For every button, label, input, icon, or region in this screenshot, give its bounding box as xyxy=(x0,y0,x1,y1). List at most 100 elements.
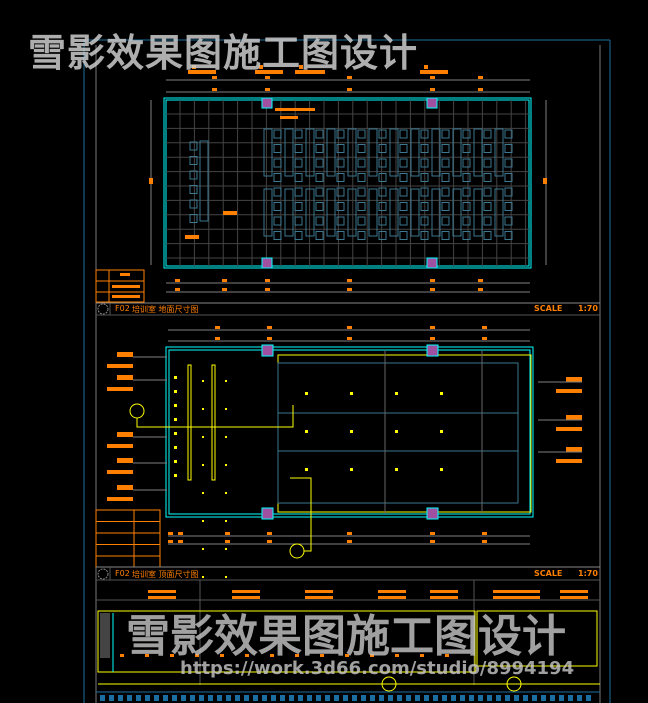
title-block-cell xyxy=(325,695,330,701)
downlight xyxy=(174,404,177,407)
downlight xyxy=(395,430,398,433)
title-block-cell xyxy=(451,695,456,701)
dimension-label xyxy=(347,540,352,543)
chair xyxy=(441,187,450,197)
chair xyxy=(273,144,282,153)
annotation-tag xyxy=(107,387,133,391)
chair xyxy=(399,173,408,182)
chair xyxy=(273,158,282,168)
desk xyxy=(431,188,441,237)
chair xyxy=(483,231,492,240)
chair xyxy=(336,231,345,240)
dimension-label xyxy=(212,88,217,91)
title-block-cell xyxy=(514,695,519,701)
title-block-cell xyxy=(505,695,510,701)
dimension-label xyxy=(445,654,449,657)
chair xyxy=(483,129,492,139)
chair xyxy=(504,129,513,139)
column xyxy=(426,257,438,269)
chair xyxy=(357,144,366,153)
dimension-label xyxy=(267,326,272,329)
dimension-label xyxy=(220,654,224,657)
title-block-cell xyxy=(478,695,483,701)
chair xyxy=(483,173,492,182)
dimension-label xyxy=(345,654,349,657)
section-outline xyxy=(476,610,598,667)
chair xyxy=(420,129,429,139)
title-bar-ceiling xyxy=(96,566,600,581)
chair xyxy=(315,173,324,182)
watermark-bottom: 雪影效果图施工图设计 xyxy=(126,611,566,662)
dimension-label xyxy=(430,540,435,543)
annotation-tag xyxy=(280,116,298,119)
downlight xyxy=(225,548,227,550)
desk xyxy=(305,188,315,237)
chair xyxy=(315,144,324,153)
annotation-tag xyxy=(232,590,260,593)
chair xyxy=(189,199,198,209)
legend-text xyxy=(112,285,140,288)
dimension-label xyxy=(245,654,249,657)
title-block-cell xyxy=(244,695,249,701)
floor-plan-code: F02 xyxy=(115,304,130,313)
downlight xyxy=(202,548,204,550)
dimension-label xyxy=(347,326,352,329)
desk xyxy=(347,128,357,177)
chair xyxy=(189,170,198,180)
chair xyxy=(378,129,387,139)
title-block-cell xyxy=(523,695,528,701)
annotation-tag xyxy=(117,352,133,357)
chair xyxy=(504,216,513,226)
title-block-cell xyxy=(433,695,438,701)
watermark-top: 雪影效果图施工图设计 xyxy=(28,31,419,75)
title-block-cell xyxy=(568,695,573,701)
chair xyxy=(441,231,450,240)
title-block-cell xyxy=(334,695,339,701)
annotation-tag xyxy=(255,70,283,74)
chair xyxy=(357,173,366,182)
chair xyxy=(399,129,408,139)
detail-marker xyxy=(506,676,522,692)
dimension-label xyxy=(265,76,270,79)
dimension-label xyxy=(175,288,180,291)
floor-plan-drawing xyxy=(95,65,547,303)
chair xyxy=(315,202,324,211)
title-block-cell xyxy=(424,695,429,701)
annotation-tag xyxy=(107,444,133,448)
dimension-label xyxy=(265,88,270,91)
downlight xyxy=(440,468,443,471)
detail-marker xyxy=(381,676,397,692)
desk xyxy=(473,188,483,237)
title-block-cell xyxy=(100,695,105,701)
desk xyxy=(305,128,315,177)
title-block-cell xyxy=(280,695,285,701)
chair xyxy=(336,158,345,168)
dimension-label xyxy=(149,178,153,184)
chair xyxy=(399,216,408,226)
ceiling-outline-inner xyxy=(168,349,531,515)
chair xyxy=(462,187,471,197)
annotation-tag xyxy=(560,596,588,599)
chair xyxy=(378,202,387,211)
chair xyxy=(399,187,408,197)
chair xyxy=(189,214,198,223)
title-block-cell xyxy=(262,695,267,701)
chair xyxy=(420,187,429,197)
downlight xyxy=(202,576,204,578)
chair xyxy=(420,216,429,226)
title-block-cell xyxy=(271,695,276,701)
dimension-label xyxy=(222,279,227,282)
section-marker xyxy=(289,543,305,559)
dimension-label xyxy=(430,279,435,282)
title-block-cell xyxy=(370,695,375,701)
dimension-label xyxy=(420,654,424,657)
column xyxy=(261,507,274,520)
downlight xyxy=(225,380,227,382)
downlight xyxy=(225,464,227,466)
desk xyxy=(284,128,294,177)
title-block-cell xyxy=(469,695,474,701)
annotation-tag xyxy=(305,596,333,599)
dimension-label xyxy=(265,279,270,282)
dimension-label xyxy=(295,654,299,657)
